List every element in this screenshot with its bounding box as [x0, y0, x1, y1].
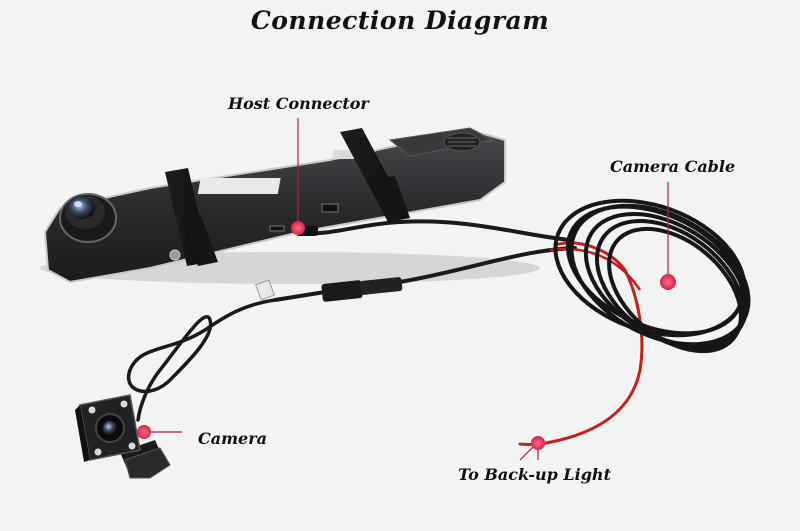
host-connector-pointer-dot	[291, 221, 305, 235]
rear-camera	[75, 394, 171, 479]
mirror-dvr	[43, 127, 506, 284]
pointers	[137, 118, 676, 461]
host-cable	[298, 219, 572, 242]
mirror-straps	[165, 128, 410, 266]
front-lens	[59, 193, 117, 243]
host-connector-label: Host Connector	[228, 94, 369, 113]
cable-coil	[553, 198, 751, 354]
camera-cable-label: Camera Cable	[610, 157, 736, 176]
backup-light-label: To Back-up Light	[458, 465, 611, 484]
camera-cable-pointer-dot	[660, 274, 676, 290]
diagram-title: Connection Diagram	[250, 6, 550, 35]
mirror-sticker	[197, 178, 281, 194]
backup-light-pointer-dot	[531, 436, 545, 450]
inline-connector	[255, 277, 403, 302]
camera-label: Camera	[198, 429, 268, 448]
camera-pointer-dot	[137, 425, 151, 439]
red-wire	[518, 241, 644, 446]
camera-wire	[126, 298, 277, 422]
